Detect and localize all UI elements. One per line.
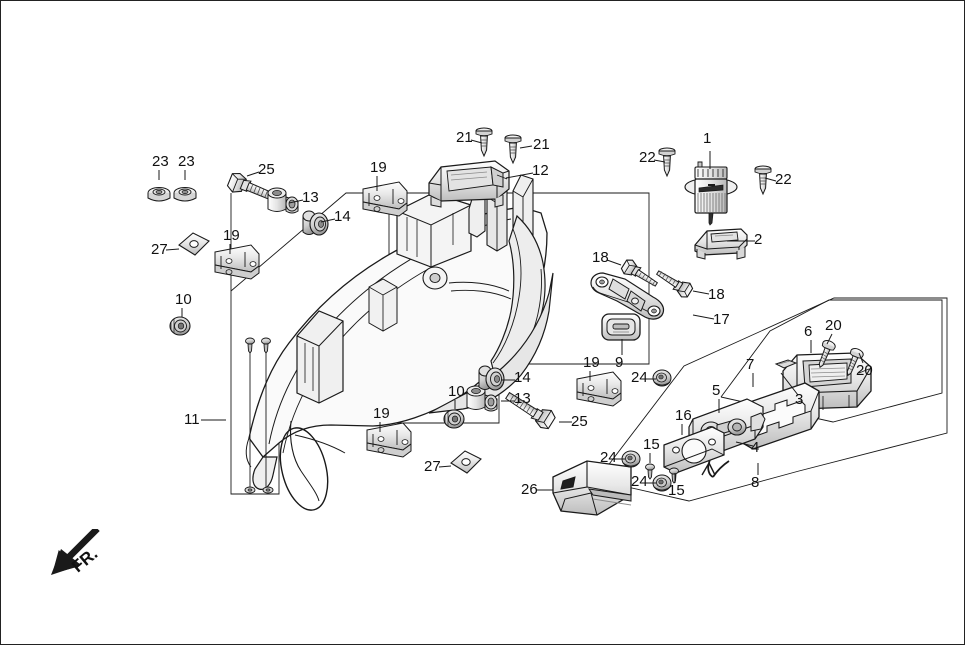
clip-plate-part	[450, 450, 482, 474]
leader-line-rubber-mount	[320, 218, 336, 223]
washer-screw-part	[652, 369, 672, 387]
push-rivet-part	[754, 165, 772, 195]
retainer-clip-part	[366, 422, 412, 458]
callout-number-push-rivet: 22	[639, 149, 656, 166]
leader-line-clip-plate	[438, 465, 452, 468]
leader-line-license-plate-bracket	[692, 314, 715, 320]
callout-number-rubber-mount: 14	[514, 369, 531, 386]
callout-number-license-plate-bracket: 17	[713, 311, 730, 328]
callout-number-damper-collar: 13	[514, 390, 531, 407]
callout-number-washer-screw: 24	[600, 449, 617, 466]
callout-number-flange-nut: 23	[152, 153, 169, 170]
flange-bolt-part	[652, 265, 695, 301]
orientation-arrow-icon	[51, 529, 100, 575]
push-rivet-part	[504, 134, 522, 164]
leader-line-license-lamp-wire	[735, 441, 754, 447]
callout-number-clip-plate: 27	[424, 458, 441, 475]
callout-number-license-lamp-assy: 8	[751, 474, 760, 491]
flange-nut-part	[173, 187, 197, 202]
callout-number-collar-nut: 10	[448, 383, 465, 400]
retainer-clip-part	[214, 244, 260, 280]
leader-line-flange-bolt	[692, 290, 710, 295]
flange-nut-part	[147, 187, 171, 202]
callout-number-hex-flange-bolt: 25	[571, 413, 588, 430]
push-rivet-part	[658, 147, 676, 177]
mud-flap-part	[552, 460, 632, 516]
collar-nut-part	[443, 409, 465, 429]
callout-number-clip-plate: 27	[151, 241, 168, 258]
callout-number-flange-bolt: 18	[708, 286, 725, 303]
rear-fender-part	[244, 174, 554, 511]
leader-line-clip-plate	[165, 248, 180, 251]
leader-line-push-rivet	[470, 139, 483, 144]
callout-number-washer-screw: 24	[631, 369, 648, 386]
callout-number-flange-nut: 23	[178, 153, 195, 170]
lens-gasket-part	[774, 359, 798, 369]
callout-number-retainer-clip: 19	[223, 227, 240, 244]
callout-number-tapping-screw: 20	[825, 317, 842, 334]
leader-line-tapping-screw	[826, 333, 833, 345]
rubber-mount-part	[478, 365, 505, 391]
flasher-relay-part	[684, 161, 738, 226]
leader-line-seat-lock-cover	[505, 172, 534, 179]
callout-number-hex-flange-bolt: 25	[258, 161, 275, 178]
grommet-seal-part	[601, 313, 641, 341]
callout-number-retainer-clip: 19	[373, 405, 390, 422]
leader-line-flange-bolt	[606, 259, 622, 266]
callout-number-rubber-mount: 14	[334, 208, 351, 225]
clip-plate-part	[178, 232, 210, 256]
damper-collar-part	[267, 187, 299, 214]
callout-number-bulb-socket-assy: 5	[712, 382, 721, 399]
callout-number-screw-small: 15	[668, 482, 685, 499]
callout-number-tapping-screw: 20	[856, 362, 873, 379]
callout-number-retainer-clip: 19	[370, 159, 387, 176]
callout-number-grommet-seal: 9	[615, 354, 624, 371]
callout-number-push-rivet: 21	[533, 136, 550, 153]
retainer-clip-part	[576, 371, 622, 407]
callout-number-collar-nut: 10	[175, 291, 192, 308]
callout-number-damper-collar: 13	[302, 189, 319, 206]
callout-number-screw-small: 15	[643, 436, 660, 453]
lamp-base-plate-part	[663, 426, 725, 474]
callout-number-push-rivet: 22	[775, 171, 792, 188]
leader-line-push-rivet	[653, 159, 666, 163]
callout-number-mud-flap: 26	[521, 481, 538, 498]
relay-bracket-part	[694, 228, 748, 260]
leader-line-hex-flange-bolt	[246, 171, 260, 177]
callout-number-lens-gasket: 3	[795, 391, 804, 408]
callout-number-push-rivet: 21	[456, 129, 473, 146]
callout-number-seat-lock-cover: 12	[532, 162, 549, 179]
leader-line-damper-collar	[288, 199, 304, 204]
callout-leader-lines	[158, 139, 864, 491]
license-plate-bracket-part	[590, 272, 665, 320]
leader-line-push-rivet	[764, 177, 777, 182]
retainer-clip-part	[362, 181, 408, 217]
rubber-mount-part	[302, 210, 329, 236]
callout-number-lamp-base-plate: 16	[675, 407, 692, 424]
callout-number-retainer-clip: 19	[583, 354, 600, 371]
leader-line-lens-gasket	[780, 372, 799, 396]
collar-nut-part	[169, 316, 191, 336]
callout-number-license-lamp-lens: 7	[746, 356, 755, 373]
callout-number-relay-bracket: 2	[754, 231, 763, 248]
callout-number-flasher-relay: 1	[703, 130, 712, 147]
callout-number-license-lamp-housing: 6	[804, 323, 813, 340]
seat-lock-cover-part	[428, 160, 510, 208]
leader-line-push-rivet	[519, 145, 533, 149]
callout-number-rear-fender: 11	[184, 411, 200, 428]
callout-number-license-lamp-wire: 4	[751, 439, 760, 456]
leader-line-tapping-screw	[858, 352, 864, 364]
callout-number-flange-bolt: 18	[592, 249, 609, 266]
callout-number-washer-screw: 24	[631, 473, 648, 490]
